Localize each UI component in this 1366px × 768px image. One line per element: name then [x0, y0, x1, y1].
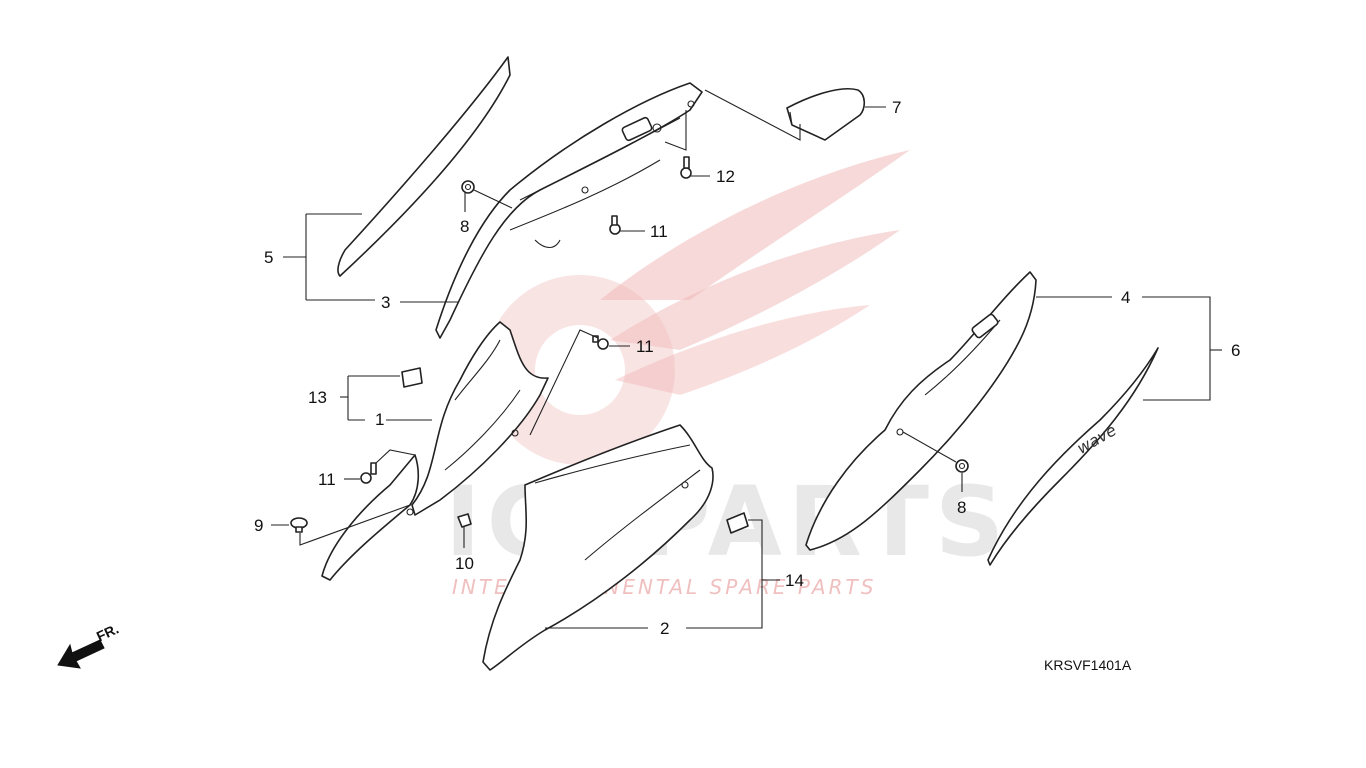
callout-11-top: 11: [650, 222, 668, 241]
callout-6: 6: [1231, 341, 1240, 360]
part-2-side-cover: [482, 424, 714, 671]
part-3-body-cover: [435, 82, 703, 339]
part-7-rear-cap: [786, 88, 866, 141]
part-14-emblem: [726, 512, 749, 534]
part-4-right-cover: [805, 271, 1037, 551]
fastener-12: [680, 156, 692, 179]
callout-8-left: 8: [460, 217, 469, 236]
callout-2: 2: [660, 619, 669, 638]
callout-7: 7: [892, 98, 901, 117]
watermark-gear-logo: [485, 150, 910, 465]
front-direction-indicator: FR.: [57, 620, 121, 669]
callout-3: 3: [381, 293, 390, 312]
callout-12: 12: [716, 167, 735, 186]
callout-1: 1: [375, 410, 384, 429]
callout-8-right: 8: [957, 498, 966, 517]
callout-11-middle: 11: [636, 337, 654, 356]
callout-9: 9: [254, 516, 263, 535]
callout-10: 10: [455, 554, 474, 573]
diagram-code: KRSVF1401A: [1044, 657, 1132, 673]
callout-14: 14: [785, 571, 804, 590]
leader-lines: [271, 89, 1222, 629]
fastener-10: [457, 513, 472, 528]
callout-5: 5: [264, 248, 273, 267]
fastener-8-left: [461, 180, 475, 194]
front-arrow-icon: [57, 639, 105, 669]
part-1-inner-panel: [321, 321, 549, 581]
part-5-stripe: [337, 56, 511, 277]
callout-13: 13: [308, 388, 327, 407]
callout-11-left: 11: [318, 470, 336, 489]
fastener-11-left: [360, 462, 377, 484]
part-13-emblem: [401, 367, 423, 388]
part-6-stripe: [987, 347, 1159, 566]
fastener-11-middle: [592, 335, 609, 350]
fastener-11-top: [609, 215, 621, 235]
fastener-8-right: [955, 459, 969, 473]
callout-labels: 1 2 3 4 5 6 7 8 8 9 10 11 11 11 12 13 14: [254, 98, 1240, 638]
front-label: FR.: [94, 620, 121, 644]
callout-4: 4: [1121, 288, 1130, 307]
fastener-9: [290, 517, 308, 533]
